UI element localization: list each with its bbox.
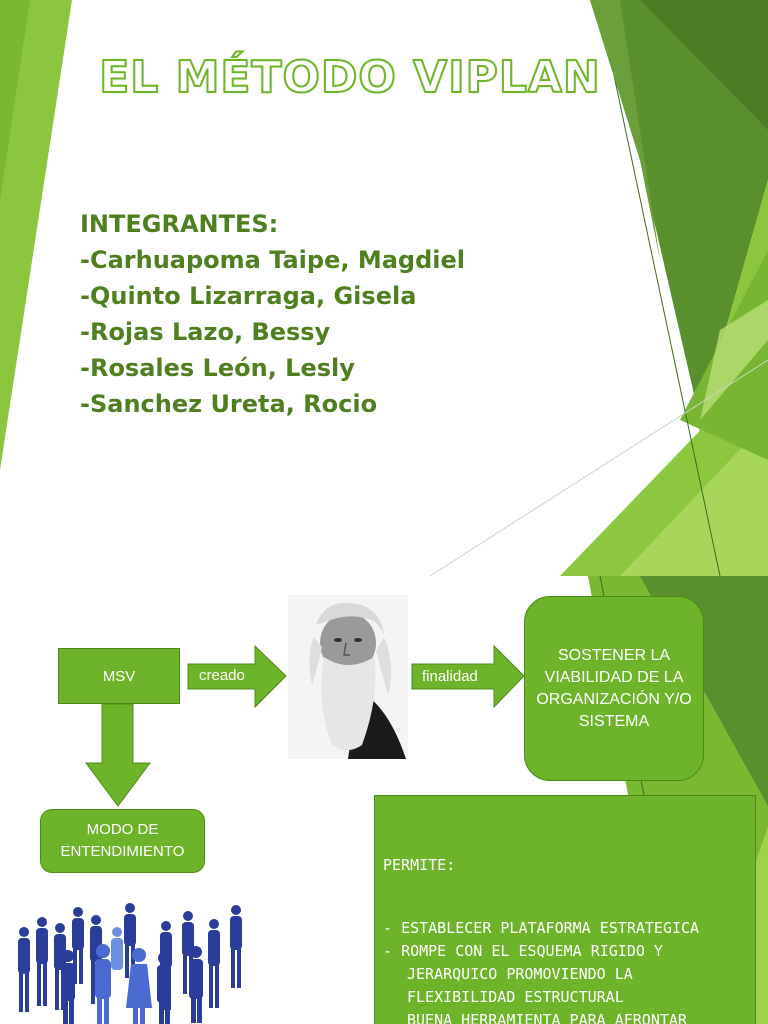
creado-label: creado — [199, 667, 245, 684]
modo-box: MODO DE ENTENDIMIENTO — [40, 809, 205, 873]
member-item: -Carhuapoma Taipe, Magdiel — [80, 246, 465, 274]
item-text: ESTABLECER PLATAFORMA ESTRATEGICA — [401, 919, 700, 937]
arrow-creado — [187, 644, 287, 709]
item-bullet: - — [383, 919, 402, 937]
permite-continuation: FLEXIBILIDAD ESTRUCTURAL — [407, 988, 624, 1006]
item-text: ROMPE CON EL ESQUEMA RIGIDO Y — [401, 942, 663, 960]
members-header: INTEGRANTES: — [80, 210, 279, 238]
permite-item: - ESTABLECER PLATAFORMA ESTRATEGICA — [383, 917, 755, 940]
permite-item: - ROMPE CON EL ESQUEMA RIGIDO Y — [383, 940, 755, 963]
members-list: INTEGRANTES: -Carhuapoma Taipe, Magdiel … — [80, 206, 465, 422]
member-item: -Sanchez Ureta, Rocio — [80, 390, 378, 418]
permite-continuation: JERARQUICO PROMOVIENDO LA — [407, 965, 633, 983]
item-bullet: - — [383, 942, 402, 960]
sostener-box: SOSTENER LA VIABILIDAD DE LA ORGANIZACIÓ… — [524, 596, 704, 781]
member-item: -Rosales León, Lesly — [80, 354, 355, 382]
background-decoration — [0, 0, 768, 576]
finalidad-label: finalidad — [422, 668, 478, 685]
member-item: -Rojas Lazo, Bessy — [80, 318, 331, 346]
arrow-down — [85, 703, 151, 807]
permite-continuation: BUENA HERRAMIENTA PARA AFRONTAR — [407, 1011, 687, 1024]
arrow-finalidad — [411, 644, 525, 709]
portrait-photo-icon — [288, 595, 408, 759]
permite-label: PERMITE: — [383, 856, 456, 874]
page-title: EL MÉTODO VIPLAN — [98, 51, 601, 104]
member-item: -Quinto Lizarraga, Gisela — [80, 282, 417, 310]
msv-box: MSV — [58, 648, 180, 704]
people-crowd-icon — [18, 903, 242, 1024]
title-slide: EL MÉTODO VIPLAN INTEGRANTES: -Carhuapom… — [0, 0, 768, 576]
permite-box: PERMITE: - ESTABLECER PLATAFORMA ESTRATE… — [374, 795, 756, 1024]
diagram-slide: MSV creado finalidad SOSTENER LA VIABILI… — [0, 576, 768, 1024]
